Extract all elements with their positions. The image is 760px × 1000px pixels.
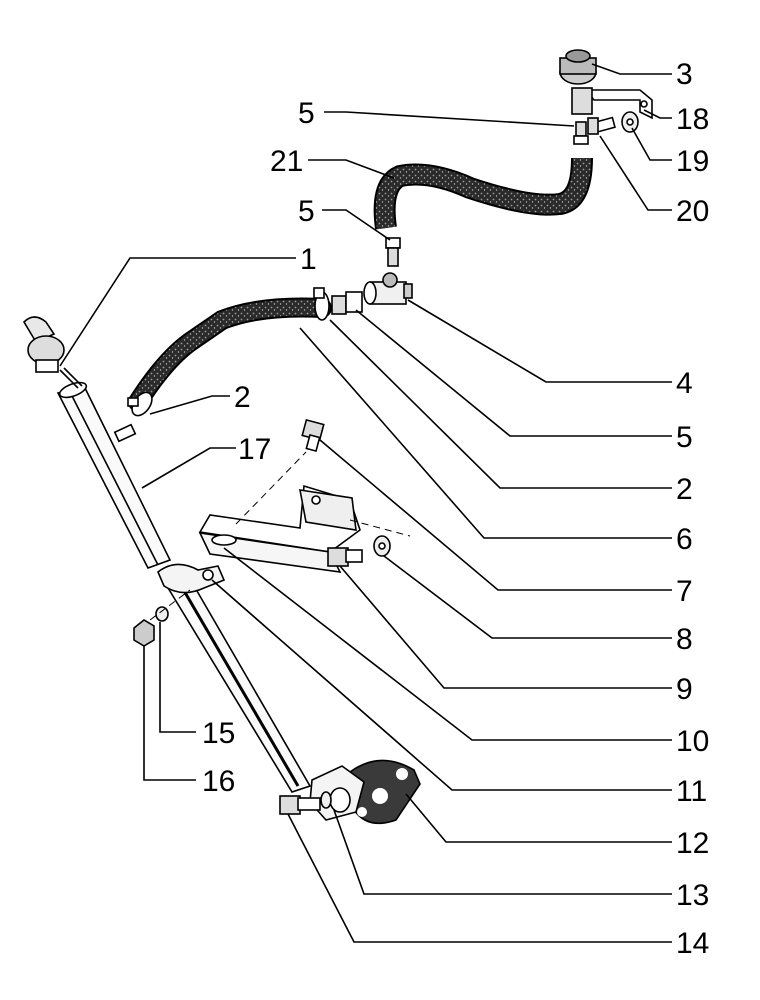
support-bracket <box>198 484 361 574</box>
bolt-9 <box>327 547 363 567</box>
callout-8: 8 <box>676 623 693 656</box>
washer-19 <box>621 111 639 133</box>
connector-5-middle <box>385 237 401 267</box>
callout-14: 14 <box>676 927 709 960</box>
callout-6: 6 <box>676 523 693 556</box>
dipstick-tube <box>56 381 312 793</box>
callout-labels: 3 5 18 21 19 5 20 1 4 2 5 17 2 6 7 8 9 1… <box>202 58 709 960</box>
callout-4: 4 <box>676 367 693 400</box>
callout-7: 7 <box>676 575 693 608</box>
callout-3: 3 <box>676 58 693 91</box>
bracket-18 <box>571 87 653 120</box>
callout-21: 21 <box>270 145 303 178</box>
tube-clamp <box>157 563 226 594</box>
connector-5-lower <box>331 291 363 315</box>
washer-15 <box>155 606 169 622</box>
callout-5-top: 5 <box>298 97 315 130</box>
washer-8 <box>373 535 391 557</box>
parts-drawing <box>22 49 653 825</box>
callout-15: 15 <box>202 717 235 750</box>
bolt-7 <box>301 418 325 453</box>
callout-20: 20 <box>676 195 709 228</box>
lower-hose <box>128 297 332 412</box>
callout-10: 10 <box>676 725 709 758</box>
hose-clamp-lower <box>127 391 153 417</box>
leader-lines <box>59 63 672 943</box>
connector-5-upper <box>573 121 589 145</box>
hose-clamp-upper <box>313 287 330 321</box>
tee-fitting <box>363 272 413 305</box>
callout-17: 17 <box>238 433 271 466</box>
dipstick-handle <box>22 316 83 389</box>
assembly-guide-lines <box>149 451 411 621</box>
bolt-20 <box>587 116 616 135</box>
flange-12 <box>349 759 421 825</box>
callout-16: 16 <box>202 765 235 798</box>
cap-3 <box>559 49 597 85</box>
callout-1: 1 <box>300 243 317 276</box>
callout-5-right: 5 <box>676 421 693 454</box>
upper-hose <box>373 157 593 230</box>
callout-2-right: 2 <box>676 473 693 506</box>
callout-5-middle: 5 <box>298 195 315 228</box>
callout-2-left: 2 <box>234 381 251 414</box>
callout-19: 19 <box>676 145 709 178</box>
bolt-14 <box>279 791 332 815</box>
callout-11: 11 <box>676 775 707 808</box>
callout-13: 13 <box>676 879 709 912</box>
callout-9: 9 <box>676 673 693 706</box>
nut-16 <box>133 619 155 647</box>
callout-12: 12 <box>676 827 709 860</box>
callout-18: 18 <box>676 103 709 136</box>
